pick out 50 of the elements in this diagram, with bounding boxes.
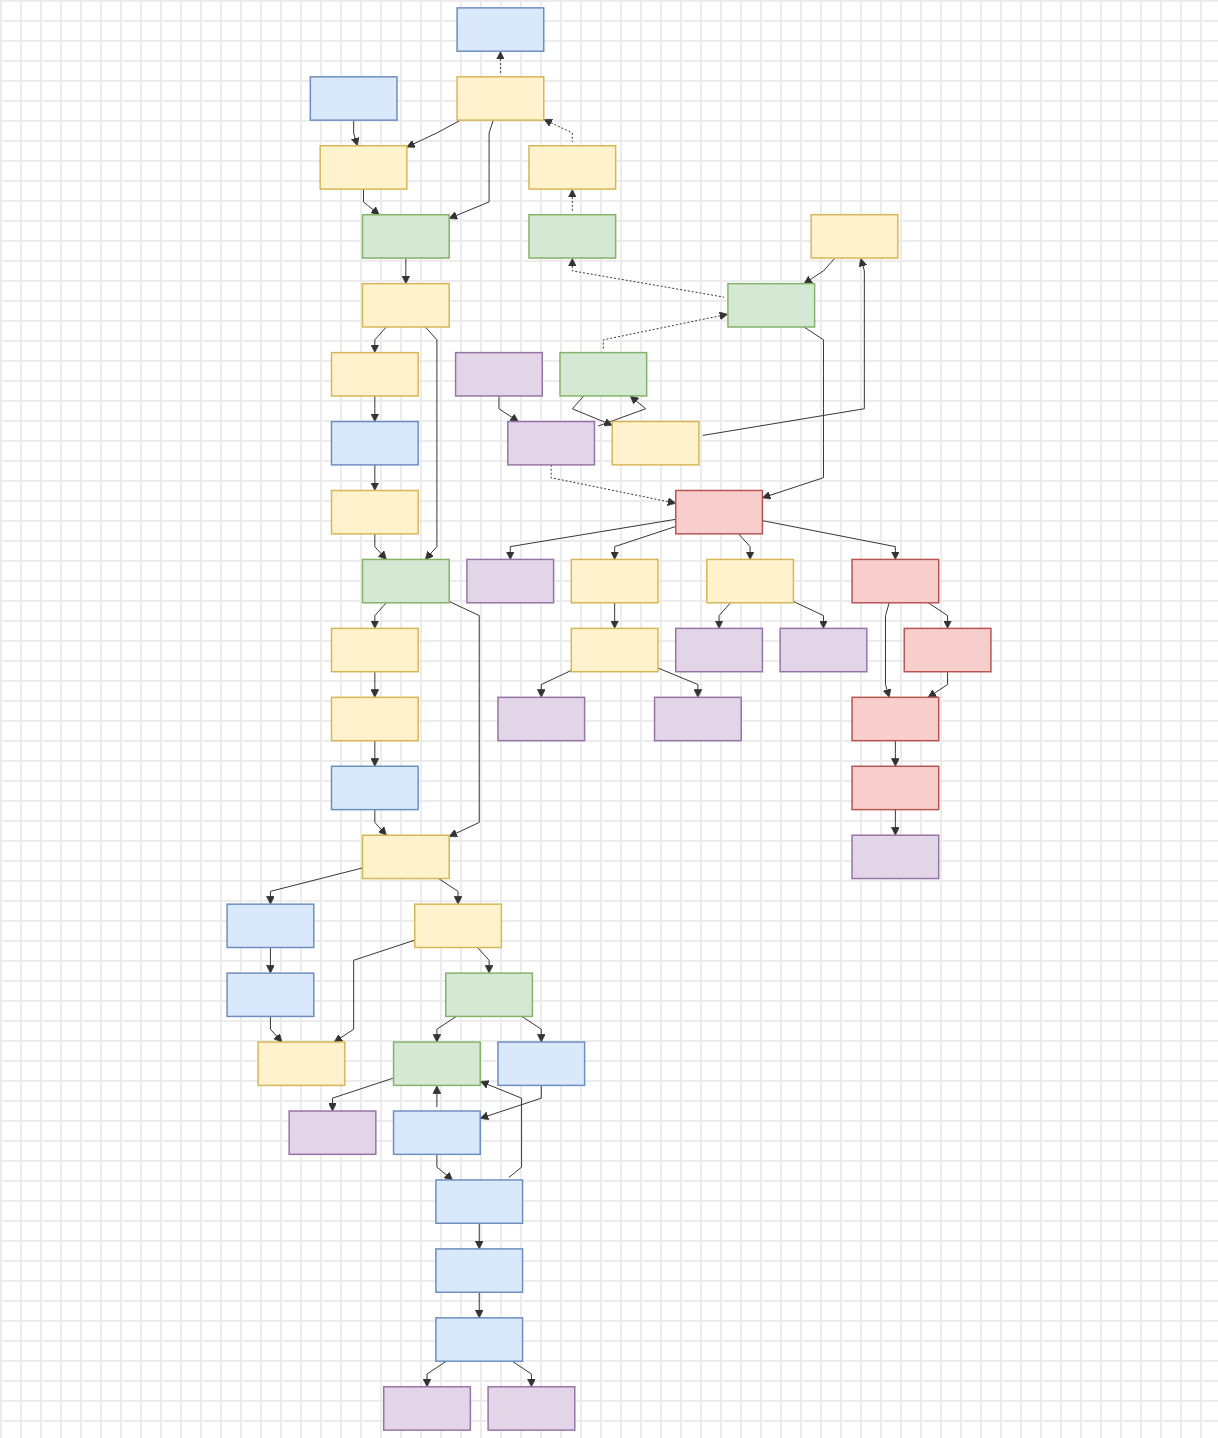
process-box <box>226 903 315 949</box>
process-box <box>456 7 545 52</box>
process-box <box>611 420 700 466</box>
process-box <box>330 627 419 673</box>
process-box <box>528 145 617 190</box>
process-box <box>288 1110 377 1156</box>
process-box <box>497 696 586 742</box>
process-box <box>330 489 419 535</box>
process-box <box>226 972 315 1018</box>
process-box <box>392 1110 481 1156</box>
process-box <box>319 145 408 190</box>
process-box <box>570 627 659 673</box>
process-box <box>414 903 503 949</box>
process-box <box>507 420 596 466</box>
process-box <box>392 1041 481 1087</box>
process-box <box>903 627 992 673</box>
process-box <box>445 972 534 1018</box>
process-box <box>466 558 555 604</box>
process-box <box>330 351 419 397</box>
process-box <box>528 214 617 259</box>
process-box <box>675 489 764 535</box>
process-box <box>435 1248 524 1293</box>
process-box <box>435 1317 524 1362</box>
process-box <box>706 558 795 604</box>
process-box <box>779 627 868 673</box>
process-box <box>570 558 659 604</box>
process-box <box>435 1179 524 1224</box>
process-box <box>487 1386 576 1431</box>
process-box <box>851 696 940 742</box>
process-box <box>309 76 398 121</box>
process-box <box>653 696 742 742</box>
process-box <box>727 282 816 328</box>
process-box <box>361 282 450 328</box>
process-box <box>454 351 543 397</box>
process-box <box>382 1386 472 1431</box>
process-box <box>330 420 419 466</box>
process-box <box>330 696 419 742</box>
process-box <box>497 1041 586 1087</box>
process-box <box>361 214 450 259</box>
process-box <box>361 558 450 604</box>
process-box <box>559 351 648 397</box>
process-box <box>456 76 545 121</box>
process-box <box>810 214 899 259</box>
process-box <box>851 558 940 604</box>
process-box <box>257 1041 346 1087</box>
process-box <box>330 765 419 811</box>
process-box <box>361 834 450 880</box>
process-box <box>851 765 940 811</box>
process-box <box>851 834 940 880</box>
process-box <box>675 627 764 673</box>
